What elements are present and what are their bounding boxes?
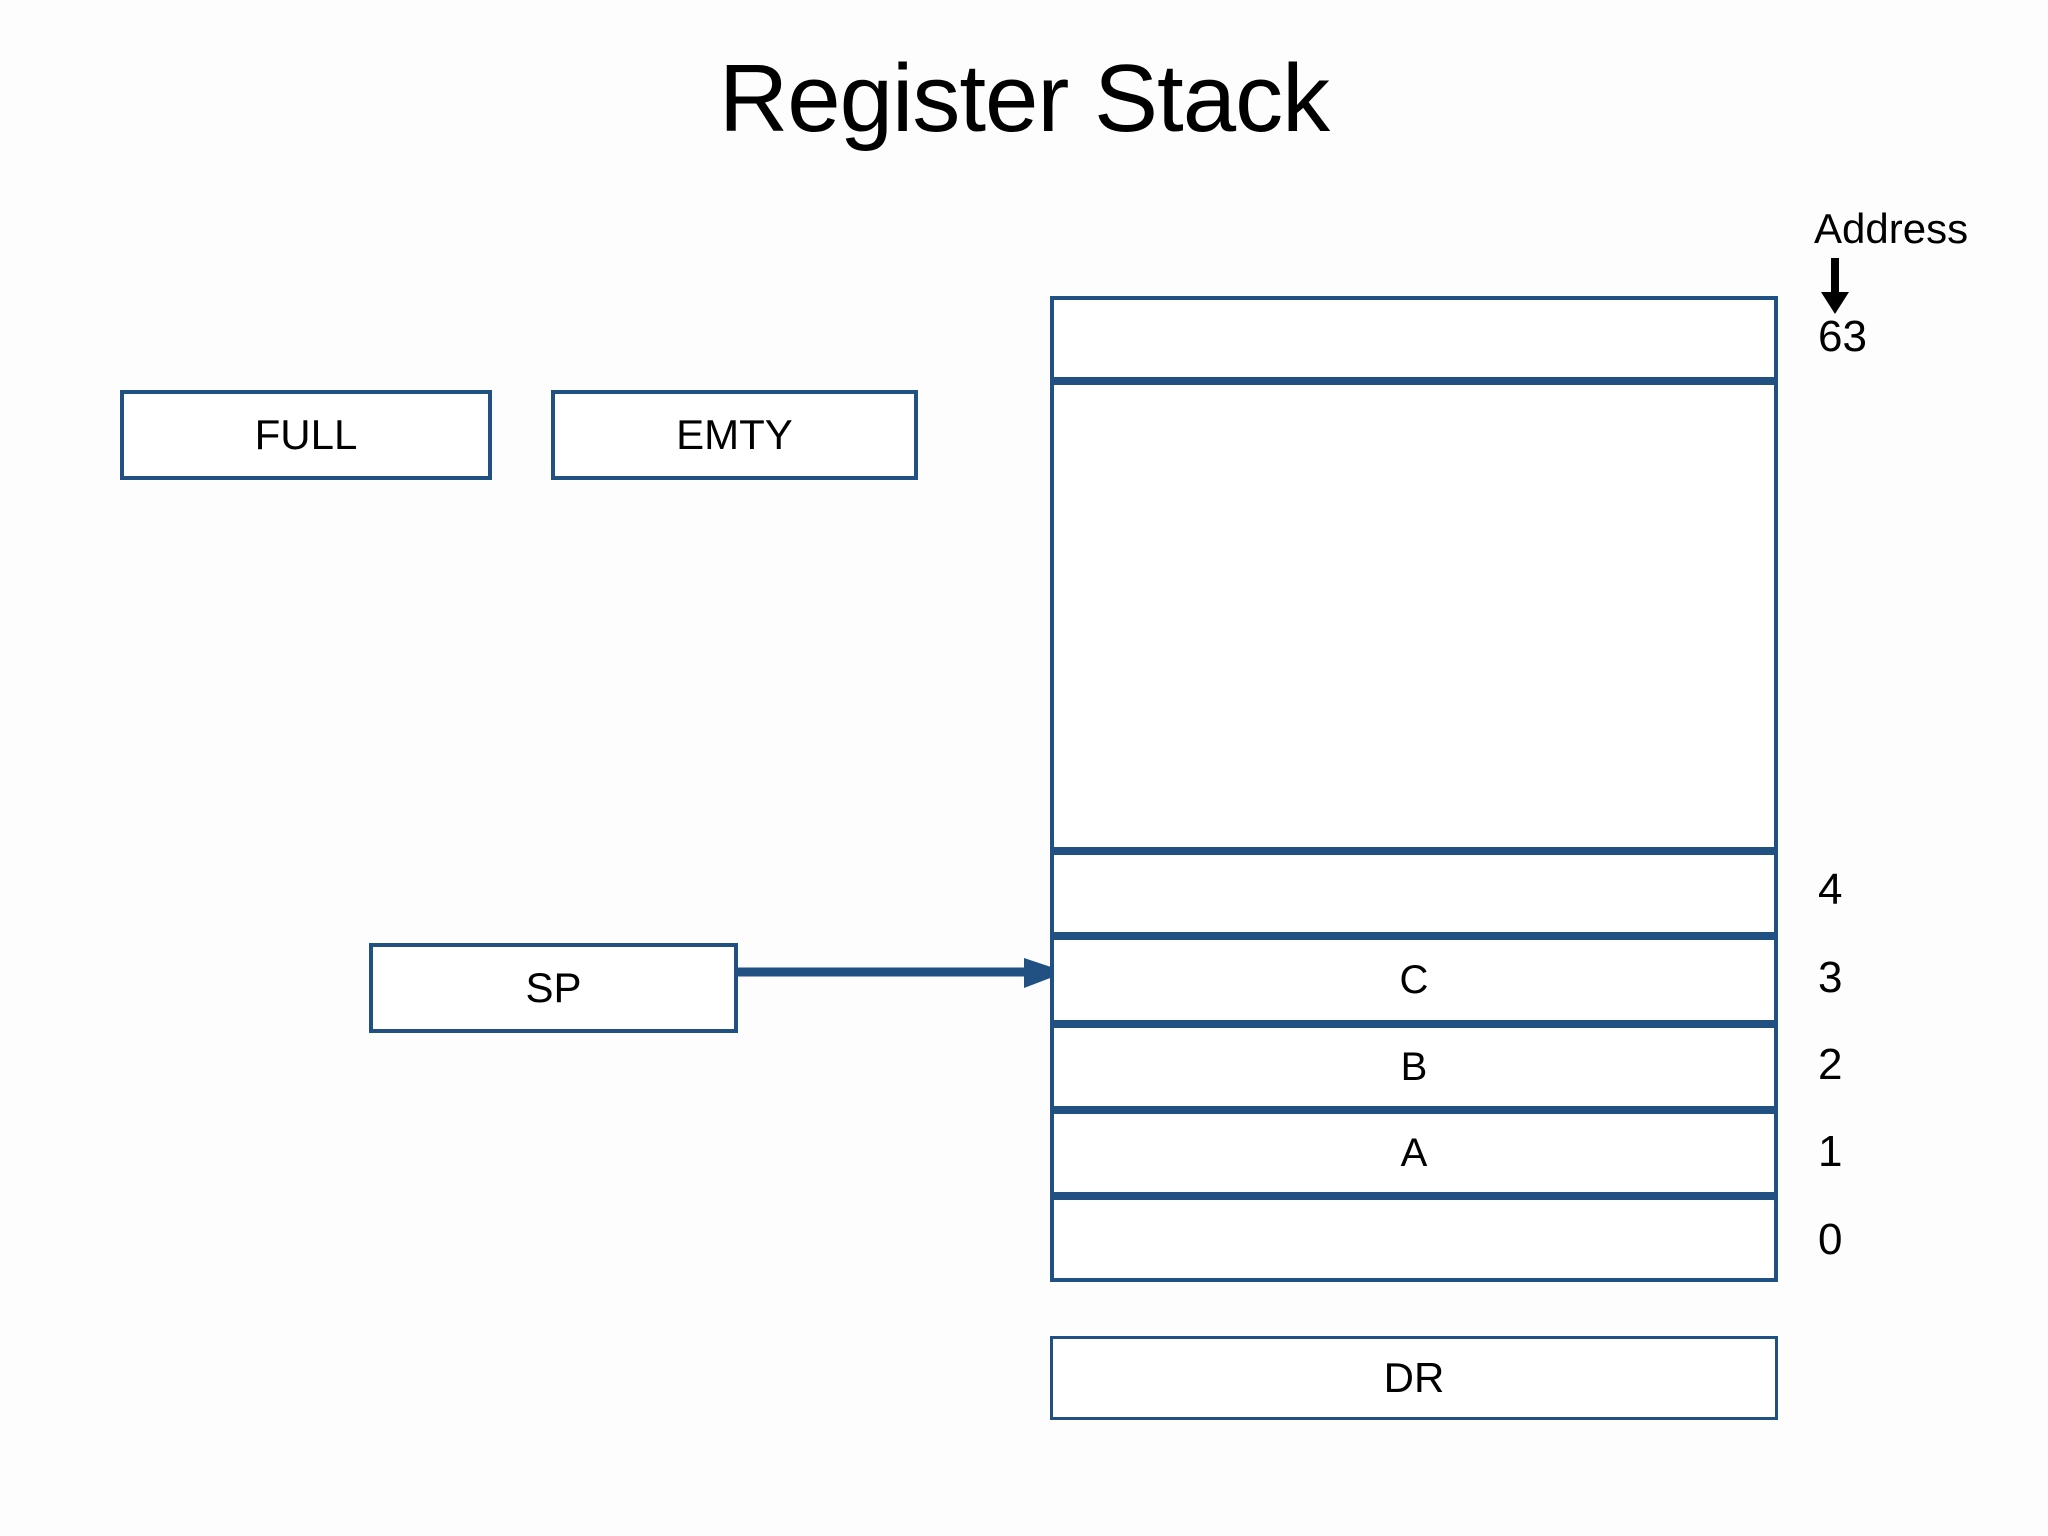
stack-cell-63[interactable]	[1050, 296, 1778, 381]
sp-register-label: SP	[525, 964, 582, 1011]
emty-flag-box[interactable]: EMTY	[551, 390, 918, 480]
page-title: Register Stack	[718, 45, 1330, 152]
sp-register-box[interactable]: SP	[369, 943, 738, 1033]
address-label-2: 2	[1818, 1040, 1843, 1089]
dr-register-label: DR	[1383, 1354, 1445, 1401]
sp-pointer-arrow-icon	[736, 958, 1066, 988]
address-down-arrow-icon	[1821, 258, 1849, 314]
stack-cell-value: B	[1400, 1044, 1428, 1089]
stack-cell-value: A	[1400, 1130, 1428, 1175]
full-flag-label: FULL	[254, 411, 358, 458]
address-label-1: 1	[1818, 1127, 1843, 1176]
stack-cell-1[interactable]: A	[1050, 1110, 1778, 1196]
emty-flag-label: EMTY	[676, 411, 793, 458]
stack-cell-3[interactable]: C	[1050, 936, 1778, 1024]
address-label-63: 63	[1818, 312, 1867, 361]
stack-cell-0[interactable]	[1050, 1196, 1778, 1282]
full-flag-box[interactable]: FULL	[120, 390, 492, 480]
stack-cell-2[interactable]: B	[1050, 1024, 1778, 1110]
stack-cell-unaddressed[interactable]	[1050, 381, 1778, 851]
stack-cell-4[interactable]	[1050, 851, 1778, 936]
address-label-3: 3	[1818, 953, 1843, 1002]
address-label-0: 0	[1818, 1215, 1843, 1264]
address-label-4: 4	[1818, 865, 1843, 914]
register-stack: C B A	[1050, 296, 1778, 1282]
address-column-header: Address	[1814, 205, 1969, 252]
dr-register-box[interactable]: DR	[1050, 1336, 1778, 1420]
stack-cell-value: C	[1399, 957, 1429, 1002]
